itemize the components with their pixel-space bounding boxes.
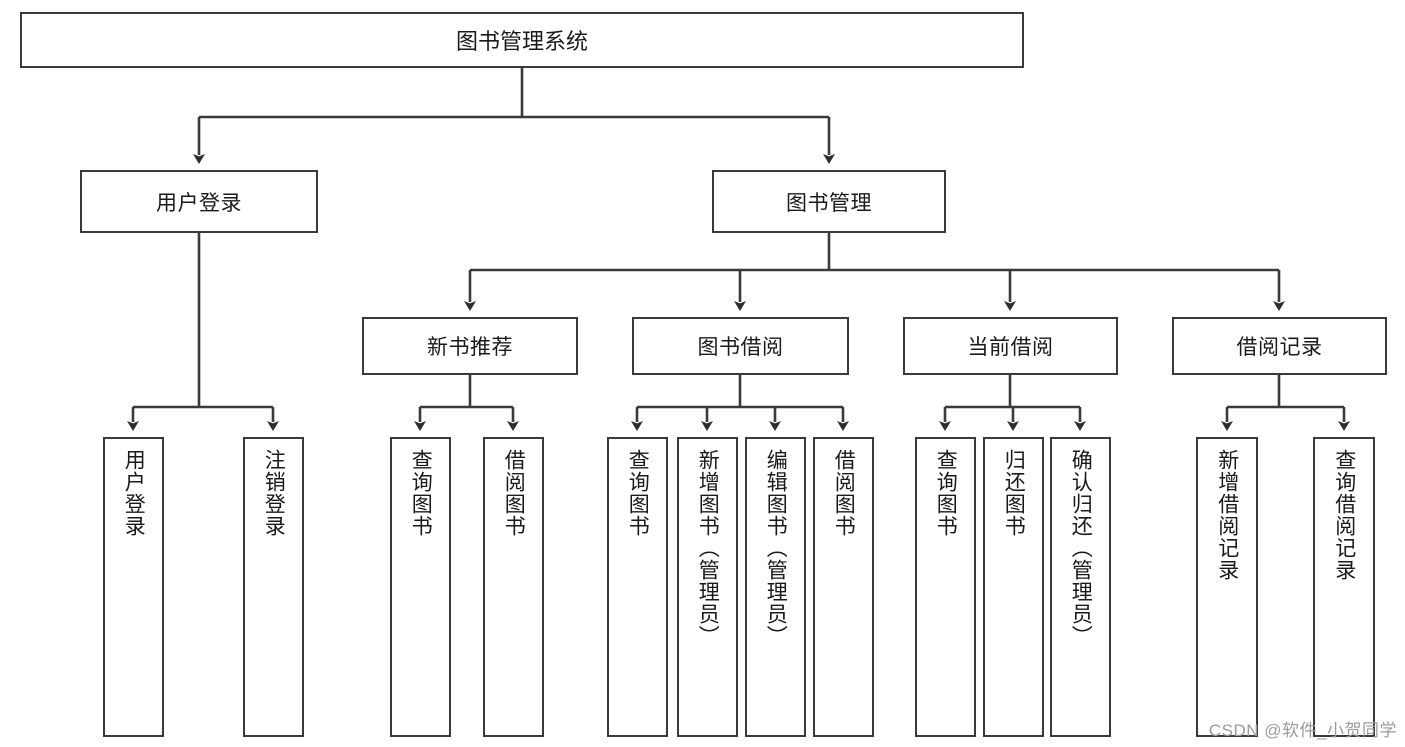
leaf-node[interactable]: 查询借阅记录 <box>1313 437 1375 737</box>
leaf-node[interactable]: 新增图书（管理员） <box>677 437 738 737</box>
node-book-borrow[interactable]: 图书借阅 <box>632 317 849 375</box>
leaf-node[interactable]: 用户登录 <box>103 437 164 737</box>
leaf-node[interactable]: 查询图书 <box>915 437 976 737</box>
leaf-label: 归还图书 <box>1002 449 1026 537</box>
node-current-borrow[interactable]: 当前借阅 <box>903 317 1118 375</box>
leaf-label: 注销登录 <box>262 449 286 537</box>
leaf-label: 用户登录 <box>122 449 146 537</box>
leaf-label: 借阅图书 <box>832 449 856 537</box>
node-root-system[interactable]: 图书管理系统 <box>20 12 1024 68</box>
leaf-label: 借阅图书 <box>502 449 526 537</box>
leaf-label: 新增图书（管理员） <box>696 449 720 647</box>
node-borrow-record[interactable]: 借阅记录 <box>1172 317 1387 375</box>
leaf-node[interactable]: 归还图书 <box>983 437 1044 737</box>
csdn-watermark: CSDN @软件_小贺同学 <box>1208 721 1397 740</box>
leaf-label: 查询图书 <box>626 449 650 537</box>
leaf-label: 确认归还（管理员） <box>1069 449 1093 647</box>
leaf-label: 查询图书 <box>409 449 433 537</box>
leaf-label: 查询借阅记录 <box>1332 449 1356 581</box>
leaf-node[interactable]: 编辑图书（管理员） <box>745 437 806 737</box>
leaf-label: 查询图书 <box>934 449 958 537</box>
leaf-node[interactable]: 确认归还（管理员） <box>1050 437 1111 737</box>
leaf-node[interactable]: 借阅图书 <box>483 437 544 737</box>
node-new-book-recommend[interactable]: 新书推荐 <box>362 317 578 375</box>
leaf-node[interactable]: 借阅图书 <box>813 437 874 737</box>
leaf-node[interactable]: 新增借阅记录 <box>1196 437 1258 737</box>
leaf-node[interactable]: 注销登录 <box>243 437 304 737</box>
leaf-label: 新增借阅记录 <box>1215 449 1239 581</box>
leaf-label: 编辑图书（管理员） <box>764 449 788 647</box>
leaf-node[interactable]: 查询图书 <box>390 437 451 737</box>
node-user-login[interactable]: 用户登录 <box>80 170 318 233</box>
leaf-node[interactable]: 查询图书 <box>607 437 668 737</box>
node-book-management[interactable]: 图书管理 <box>712 170 946 233</box>
